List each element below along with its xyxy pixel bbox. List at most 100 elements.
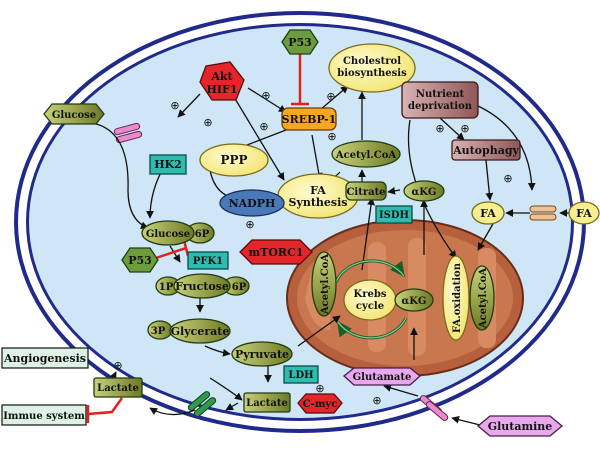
svg-text:Glucose: Glucose	[52, 110, 96, 121]
svg-text:NADPH: NADPH	[229, 197, 276, 210]
svg-text:SREBP-1: SREBP-1	[282, 113, 337, 126]
activation-signs: ⊕ ⊕ ⊕ ⊕ ⊕ ⊕ ⊕ ⊕ ⊕ ⊕ ⊕ ⊕ ⊕	[113, 89, 512, 407]
svg-text:PFK1: PFK1	[193, 256, 223, 267]
node-cmyc: C-myc	[297, 393, 343, 414]
node-srebp1: SREBP-1	[281, 107, 337, 131]
node-glucose-extracellular: Glucose	[43, 103, 105, 125]
node-glutamate: Glutamate	[342, 367, 422, 386]
node-fa-extracellular: FA	[568, 201, 600, 225]
lactate-transporter	[187, 391, 217, 417]
node-akg-mito: αKG	[394, 288, 434, 312]
svg-text:Acetyl.CoA: Acetyl.CoA	[335, 150, 397, 161]
svg-text:HK2: HK2	[154, 158, 182, 171]
node-autophagy: Autophagy	[451, 139, 521, 161]
svg-text:Glutamate: Glutamate	[353, 372, 412, 383]
svg-text:⊕: ⊕	[203, 116, 212, 129]
fa-transporter	[529, 205, 557, 221]
node-acetylcoa-mito: Acetyl.CoA	[311, 251, 337, 317]
svg-text:HIF1: HIF1	[206, 83, 237, 96]
svg-text:⊕: ⊕	[245, 218, 254, 231]
glutamine-transporter	[419, 395, 449, 421]
svg-text:αKG: αKG	[402, 296, 427, 307]
node-p53-mid: P53	[121, 247, 159, 273]
svg-text:FA: FA	[576, 207, 592, 220]
svg-text:Acetyl.CoA: Acetyl.CoA	[320, 254, 331, 316]
svg-text:1P: 1P	[159, 282, 174, 293]
svg-text:mTORC1: mTORC1	[249, 246, 304, 259]
node-acetylcoa-mito-2: Acetyl.CoA	[469, 265, 495, 331]
node-lactate-intracellular: Lactate	[243, 392, 291, 413]
svg-text:⊕: ⊕	[315, 382, 324, 395]
svg-text:⊕: ⊕	[261, 89, 270, 102]
svg-text:Citrate: Citrate	[346, 187, 385, 198]
node-acetylcoa-cytosol: Acetyl.CoA	[331, 140, 401, 168]
node-immune-system: Immue system	[1, 404, 87, 426]
node-fa-intracellular: FA	[471, 201, 505, 225]
svg-text:⊕: ⊕	[259, 120, 268, 133]
krebs-cycle-arrows-inner	[335, 260, 407, 339]
node-ldh: LDH	[283, 365, 319, 384]
svg-text:C-myc: C-myc	[303, 399, 338, 410]
svg-text:Glucose: Glucose	[146, 229, 190, 240]
svg-text:LDH: LDH	[288, 370, 313, 381]
svg-text:Autophagy: Autophagy	[452, 144, 519, 157]
svg-text:⊕: ⊕	[170, 99, 179, 112]
svg-text:Glycerate: Glycerate	[171, 325, 230, 338]
node-mtorc1: mTORC1	[239, 239, 313, 265]
node-pfk1: PFK1	[187, 251, 229, 270]
svg-text:⊕: ⊕	[113, 359, 122, 372]
node-isdh: ISDH	[375, 205, 413, 224]
node-p53-top: P53	[281, 29, 319, 55]
svg-text:3P: 3P	[151, 326, 166, 337]
svg-text:⊕: ⊕	[372, 394, 381, 407]
svg-text:6P: 6P	[195, 229, 210, 240]
svg-text:PPP: PPP	[220, 153, 247, 167]
node-akg-cytosol: αKG	[403, 180, 445, 202]
svg-text:P53: P53	[288, 36, 312, 49]
node-fructose: 1P 6P Fructose	[155, 273, 250, 299]
svg-text:Lactate: Lactate	[97, 383, 139, 394]
svg-text:Akt: Akt	[210, 70, 233, 83]
svg-text:Angiogenesis: Angiogenesis	[3, 352, 86, 365]
node-glutamine: Glutamine	[476, 415, 564, 437]
node-fa-oxidation: FA.oxidation	[442, 255, 470, 341]
node-lactate-extracellular: Lactate	[93, 377, 143, 398]
node-glucose-6p: 6P Glucose	[141, 220, 215, 246]
node-nadph: NADPH	[219, 189, 285, 217]
svg-text:⊕: ⊕	[503, 172, 512, 185]
node-akt-hif1: Akt HIF1	[199, 61, 245, 101]
svg-text:Glutamine: Glutamine	[488, 420, 553, 433]
svg-text:Pyruvate: Pyruvate	[235, 348, 289, 361]
node-ppp: PPP	[199, 143, 269, 177]
svg-text:Lactate: Lactate	[246, 398, 288, 409]
svg-text:αKG: αKG	[412, 187, 437, 198]
node-citrate: Citrate	[345, 181, 387, 201]
svg-text:P53: P53	[128, 254, 152, 267]
svg-text:Fructose: Fructose	[175, 280, 229, 293]
svg-text:⊕: ⊕	[327, 130, 336, 143]
svg-text:6P: 6P	[232, 282, 247, 293]
svg-text:FA: FA	[480, 207, 496, 220]
node-hk2: HK2	[149, 154, 187, 175]
node-glycerate: 3P Glycerate	[147, 318, 231, 344]
svg-text:⊕: ⊕	[326, 90, 335, 103]
node-angiogenesis: Angiogenesis	[1, 347, 89, 369]
svg-text:Immue system: Immue system	[3, 411, 85, 422]
svg-text:⊕: ⊕	[460, 122, 469, 135]
glucose-transporter	[113, 122, 143, 144]
inhibition-lines	[86, 52, 309, 423]
svg-text:FA.oxidation: FA.oxidation	[452, 262, 463, 333]
svg-text:ISDH: ISDH	[379, 210, 409, 221]
node-pyruvate: Pyruvate	[231, 341, 293, 367]
svg-text:⊕: ⊕	[435, 122, 444, 135]
svg-text:Acetyl.CoA: Acetyl.CoA	[478, 268, 489, 330]
